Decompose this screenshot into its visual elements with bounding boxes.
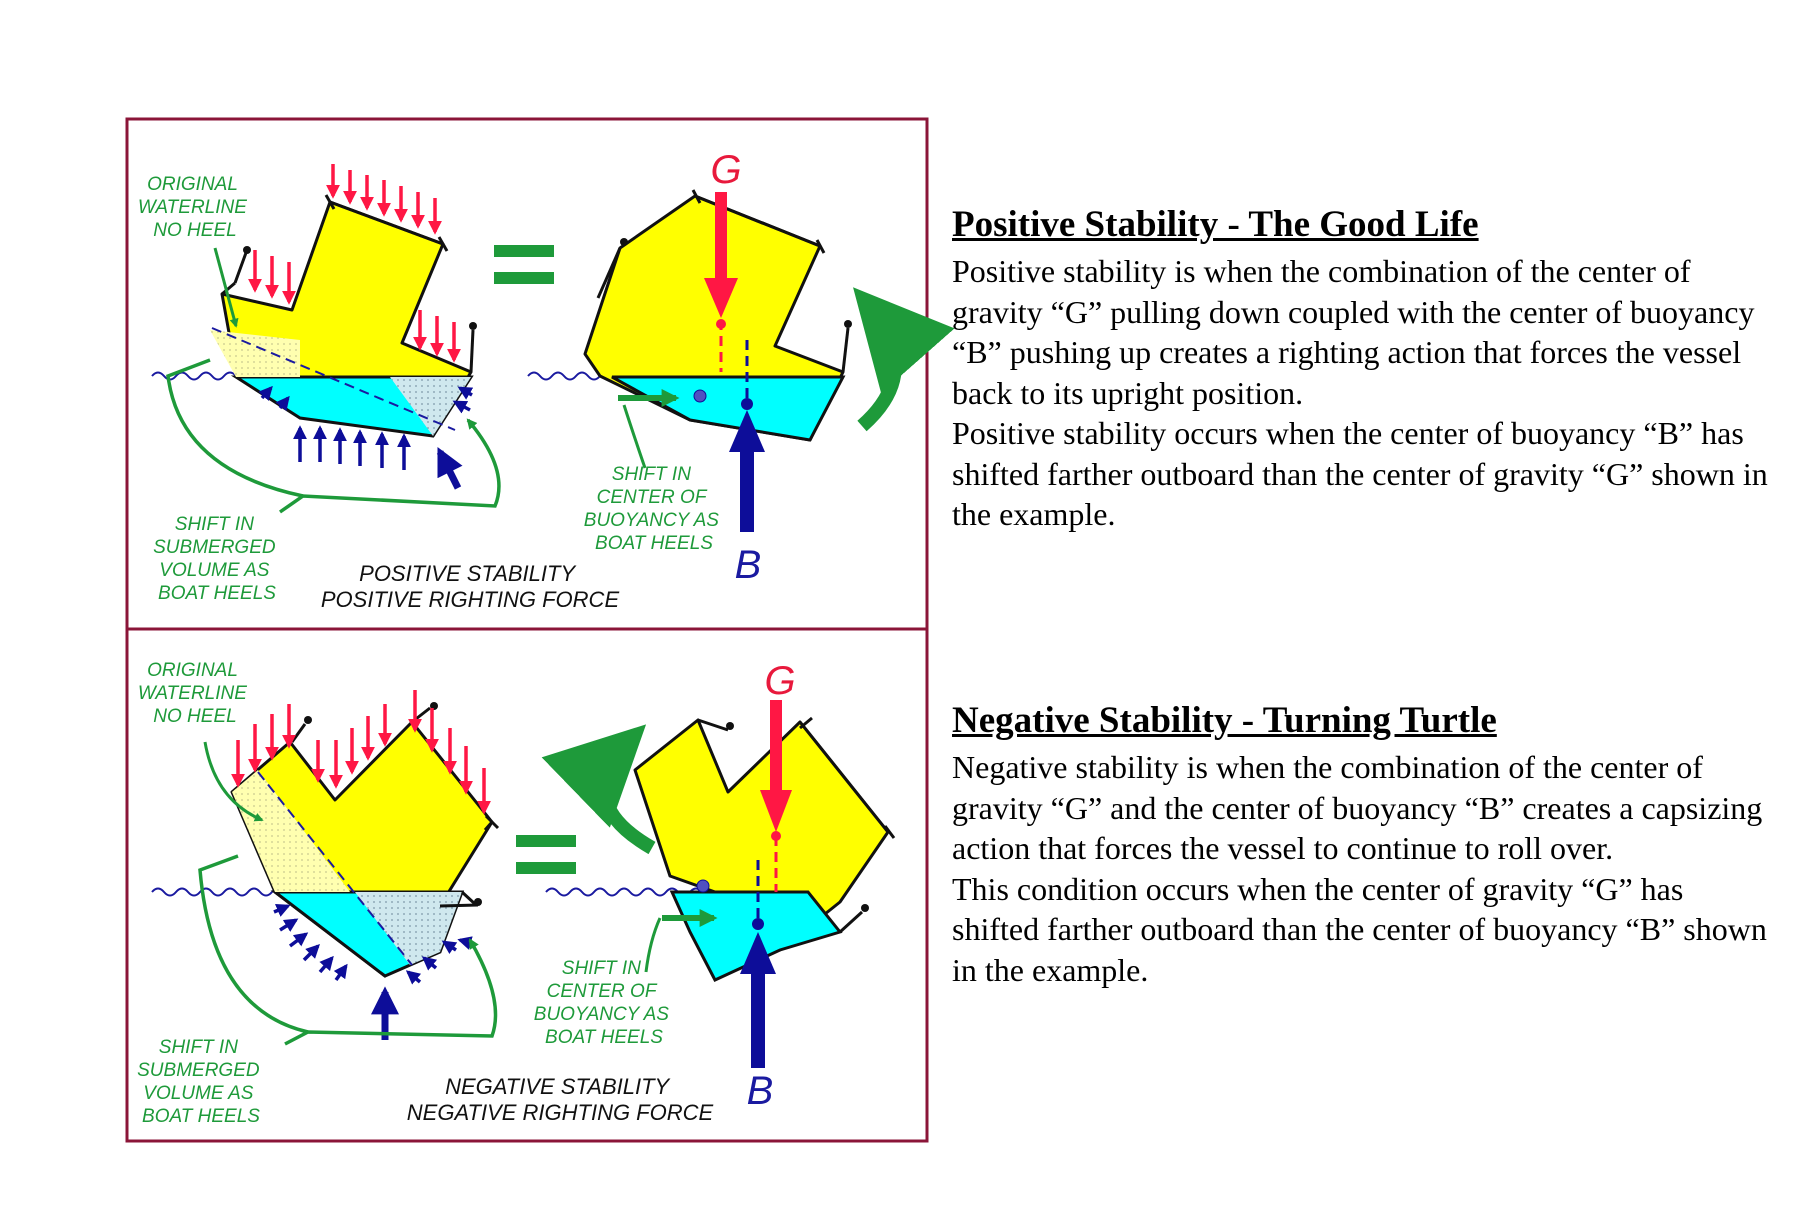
negative-stability-section: Negative Stability - Turning Turtle Nega… (952, 699, 1772, 990)
top-b-label: B (735, 543, 762, 587)
bottom-equals-bar-2 (516, 862, 576, 874)
top-left-buoyancy-arrows (258, 385, 474, 490)
bottom-equals-bar-1 (516, 835, 576, 847)
bottom-b-arrow-head (740, 932, 776, 974)
bottom-g-label: G (764, 659, 795, 703)
bottom-buoyancy-shift-leader (644, 917, 662, 973)
top-shift-submerged-label: SHIFT IN SUBMERGED VOLUME AS BOAT HEELS (153, 514, 281, 604)
top-buoyancy-shift-leader (622, 404, 647, 469)
positive-stability-section: Positive Stability - The Good Life Posit… (952, 203, 1772, 535)
top-panel: ORIGINAL WATERLINE NO HEEL SHIFT IN SUBM… (138, 148, 955, 612)
bottom-left-shift-volume-2 (355, 892, 462, 965)
bottom-panel: ORIGINAL WATERLINE NO HEEL SHIFT IN SUBM… (137, 659, 896, 1127)
top-original-b-point (693, 389, 707, 403)
bottom-capsizing-arrow (541, 724, 656, 855)
top-b-point (741, 398, 753, 410)
top-g-arrow-head (704, 278, 738, 318)
negative-stability-heading: Negative Stability - Turning Turtle (952, 700, 1497, 741)
bottom-b-arrow-shaft (751, 972, 765, 1068)
bottom-original-b-point (696, 879, 710, 893)
bottom-g-point (771, 831, 781, 841)
negative-stability-para1: Negative stability is when the combinati… (952, 749, 1763, 866)
bottom-submerged-leader-2 (198, 854, 309, 1034)
top-b-arrow-head (729, 410, 765, 452)
positive-stability-para2: Positive stability occurs when the cente… (952, 415, 1768, 532)
bottom-submerged-leader (284, 938, 498, 1046)
bottom-b-label: B (747, 1069, 774, 1113)
top-g-point (716, 319, 726, 329)
bottom-left-original-waterline (257, 771, 413, 966)
top-equals-bar-2 (494, 272, 554, 284)
bottom-g-arrow-head (760, 790, 792, 832)
bottom-shift-buoyancy-label: SHIFT IN CENTER OF BUOYANCY AS BOAT HEEL… (534, 958, 674, 1048)
top-equals-bar-1 (494, 245, 554, 257)
bottom-b-point (752, 918, 764, 930)
top-left-shift-volume (210, 330, 300, 377)
bottom-g-arrow-shaft (770, 700, 782, 792)
top-original-waterline-label: ORIGINAL WATERLINE NO HEEL (138, 174, 252, 241)
top-caption: POSITIVE STABILITY POSITIVE RIGHTING FOR… (321, 561, 620, 612)
top-submerged-leader-2 (166, 358, 304, 498)
bottom-shift-submerged-label: SHIFT IN SUBMERGED VOLUME AS BOAT HEELS (137, 1037, 265, 1127)
bottom-original-waterline-label: ORIGINAL WATERLINE NO HEEL (138, 660, 252, 727)
positive-stability-heading: Positive Stability - The Good Life (952, 204, 1479, 245)
bottom-right-boat (633, 718, 890, 952)
top-shift-buoyancy-label: SHIFT IN CENTER OF BUOYANCY AS BOAT HEEL… (584, 464, 724, 554)
bottom-left-shift-volume (232, 770, 350, 892)
top-left-weight-arrows (248, 164, 461, 363)
top-right-submerged (611, 375, 846, 442)
top-waterline-leader (213, 247, 239, 328)
top-righting-arrow (853, 287, 955, 432)
top-left-shift-volume-2 (390, 377, 471, 436)
bottom-waterline-leader (203, 741, 264, 822)
bottom-left-weight-arrows (231, 690, 491, 815)
bottom-caption: NEGATIVE STABILITY NEGATIVE RIGHTING FOR… (407, 1074, 714, 1125)
top-g-arrow-shaft (715, 192, 727, 280)
top-submerged-leader (279, 418, 501, 514)
top-g-label: G (710, 148, 741, 192)
positive-stability-para1: Positive stability is when the combinati… (952, 253, 1755, 411)
top-b-arrow-shaft (740, 450, 754, 532)
negative-stability-para2: This condition occurs when the center of… (952, 870, 1767, 988)
top-left-original-waterline (211, 327, 456, 431)
